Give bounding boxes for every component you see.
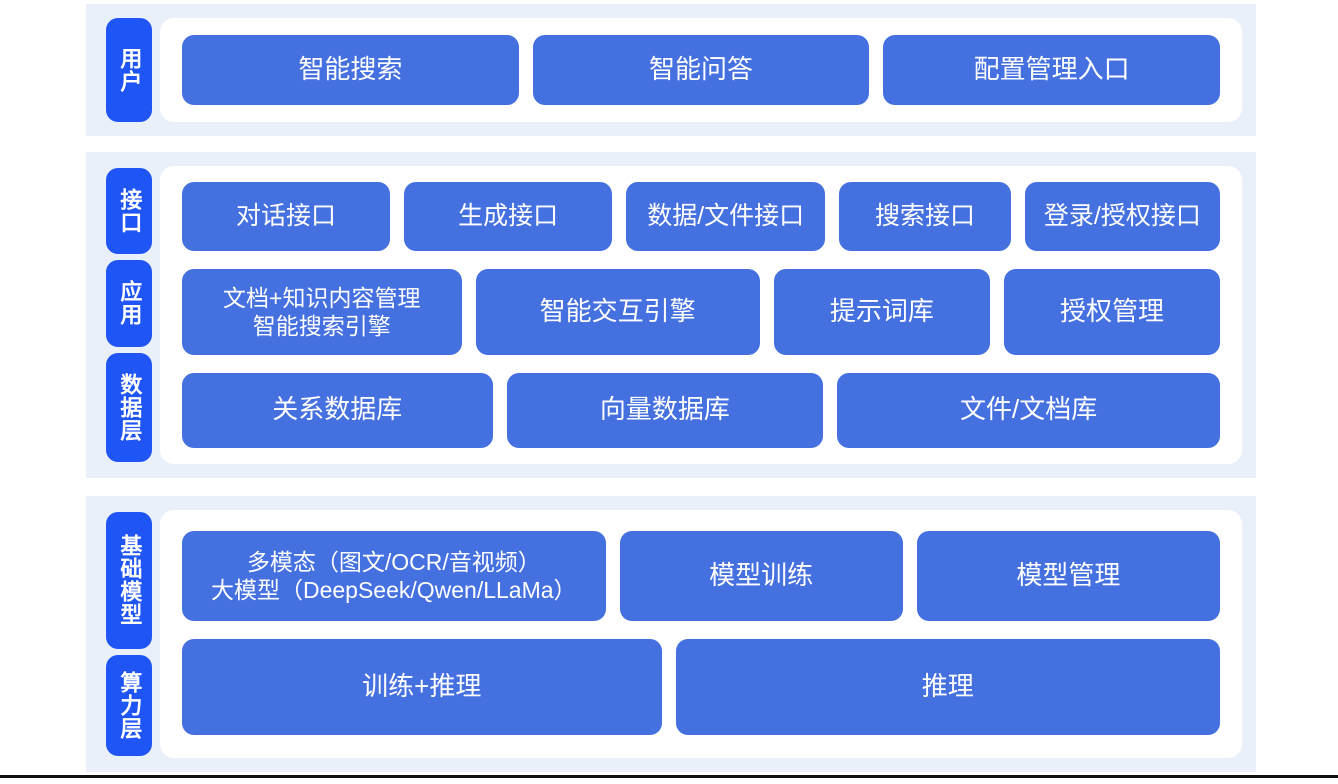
tab-column-user: 用户 (86, 4, 152, 136)
panel-platform: 对话接口 生成接口 数据/文件接口 搜索接口 登录/授权接口 文档+知识内容管理… (160, 166, 1242, 464)
node-generation-api[interactable]: 生成接口 (404, 182, 613, 252)
layer-tab-compute[interactable]: 算力层 (106, 654, 152, 756)
layer-tab-application[interactable]: 应用 (106, 260, 152, 347)
row-foundation-model: 多模态（图文/OCR/音视频） 大模型（DeepSeek/Qwen/LLaMa）… (182, 531, 1220, 621)
node-doc-knowledge-content-management[interactable]: 文档+知识内容管理 智能搜索引擎 (182, 269, 462, 355)
row-application: 文档+知识内容管理 智能搜索引擎 智能交互引擎 提示词库 授权管理 (182, 269, 1220, 355)
node-prompt-library[interactable]: 提示词库 (773, 269, 990, 355)
panel-infrastructure: 多模态（图文/OCR/音视频） 大模型（DeepSeek/Qwen/LLaMa）… (160, 510, 1242, 758)
layer-tab-foundation-model[interactable]: 基础模型 (106, 512, 152, 649)
panel-user: 智能搜索 智能问答 配置管理入口 (160, 18, 1242, 122)
node-vector-database[interactable]: 向量数据库 (506, 372, 824, 448)
row-compute: 训练+推理 推理 (182, 639, 1220, 735)
tab-column-platform: 接口 应用 数据层 (86, 152, 152, 478)
section-user: 用户 智能搜索 智能问答 配置管理入口 (86, 4, 1256, 136)
section-infrastructure: 基础模型 算力层 多模态（图文/OCR/音视频） 大模型（DeepSeek/Qw… (86, 496, 1256, 772)
row-interface: 对话接口 生成接口 数据/文件接口 搜索接口 登录/授权接口 (182, 182, 1220, 252)
node-smart-qa[interactable]: 智能问答 (532, 35, 870, 105)
node-search-api[interactable]: 搜索接口 (839, 182, 1011, 252)
node-model-management[interactable]: 模型管理 (916, 531, 1220, 621)
node-login-auth-api[interactable]: 登录/授权接口 (1024, 182, 1220, 252)
section-platform: 接口 应用 数据层 对话接口 生成接口 数据/文件接口 搜索接口 登录/授权接口… (86, 152, 1256, 478)
node-multimodal-large-model[interactable]: 多模态（图文/OCR/音视频） 大模型（DeepSeek/Qwen/LLaMa） (182, 531, 606, 621)
node-model-training[interactable]: 模型训练 (619, 531, 903, 621)
node-dialog-api[interactable]: 对话接口 (182, 182, 391, 252)
row-user: 智能搜索 智能问答 配置管理入口 (182, 35, 1221, 105)
row-data: 关系数据库 向量数据库 文件/文档库 (182, 372, 1220, 448)
node-relational-database[interactable]: 关系数据库 (182, 372, 493, 448)
node-file-document-store[interactable]: 文件/文档库 (837, 372, 1220, 448)
layer-tab-data[interactable]: 数据层 (106, 352, 152, 462)
node-data-file-api[interactable]: 数据/文件接口 (626, 182, 826, 252)
node-smart-search[interactable]: 智能搜索 (182, 35, 519, 105)
layer-tab-interface[interactable]: 接口 (106, 168, 152, 255)
node-inference[interactable]: 推理 (675, 639, 1220, 735)
node-config-management-entry[interactable]: 配置管理入口 (883, 35, 1221, 105)
tab-column-infrastructure: 基础模型 算力层 (86, 496, 152, 772)
bottom-divider (0, 775, 1338, 778)
layer-tab-user[interactable]: 用户 (106, 18, 152, 122)
node-smart-interaction-engine[interactable]: 智能交互引擎 (475, 269, 760, 355)
node-authorization-management[interactable]: 授权管理 (1003, 269, 1220, 355)
node-training-and-inference[interactable]: 训练+推理 (182, 639, 662, 735)
